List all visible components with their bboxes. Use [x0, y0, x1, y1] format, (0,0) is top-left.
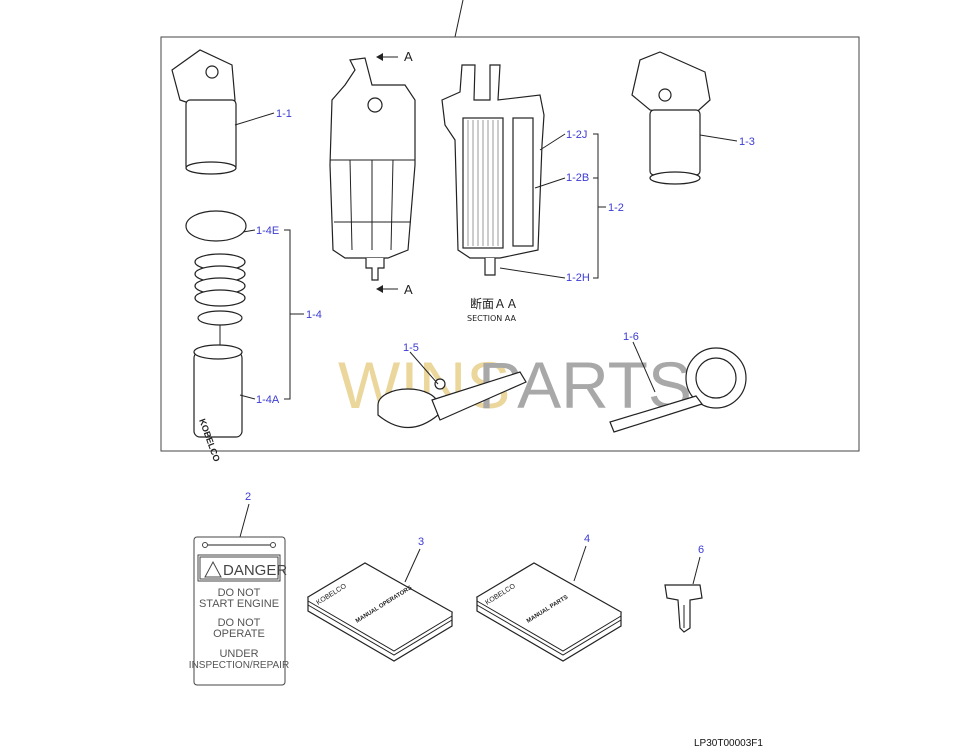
- bracket-1-2: [593, 133, 606, 279]
- leader-line-top: [454, 0, 464, 38]
- tag-line3: DO NOT: [218, 617, 261, 629]
- part-1-4-kit[interactable]: KOBELCO: [185, 210, 247, 463]
- part-1-5-strap-wrench[interactable]: [377, 371, 527, 428]
- part-1-2-front-view[interactable]: [329, 57, 416, 281]
- tag-line4: OPERATE: [213, 628, 265, 640]
- callout-1-2H[interactable]: 1-2H: [566, 272, 590, 284]
- tag-line2: START ENGINE: [199, 598, 279, 610]
- callout-4[interactable]: 4: [584, 533, 590, 545]
- part-1-1-filter[interactable]: [171, 49, 237, 175]
- part-6-key[interactable]: [664, 584, 703, 633]
- tag-line6: INSPECTION/REPAIR: [189, 660, 289, 671]
- part-1-2-section-view[interactable]: [441, 64, 545, 276]
- part-1-3-filter[interactable]: [631, 51, 711, 185]
- callout-2[interactable]: 2: [245, 491, 251, 503]
- section-title-jp: 断面ＡＡ: [470, 296, 518, 311]
- callout-1-2[interactable]: 1-2: [608, 202, 624, 214]
- callout-1-3[interactable]: 1-3: [739, 136, 755, 148]
- assembly-frame: [160, 36, 860, 452]
- section-marker-top: A: [404, 49, 413, 64]
- callout-1-4A[interactable]: 1-4A: [256, 394, 280, 406]
- callout-6[interactable]: 6: [698, 544, 704, 556]
- callout-1-1[interactable]: 1-1: [276, 108, 292, 120]
- tag-line1: DO NOT: [218, 587, 261, 599]
- callout-1-2B[interactable]: 1-2B: [566, 172, 589, 184]
- drawing-code: LP30T00003F1: [694, 738, 763, 749]
- callout-1-5[interactable]: 1-5: [403, 342, 419, 354]
- bracket-1-4: [284, 229, 304, 400]
- section-title-en: SECTION AA: [467, 314, 516, 323]
- part-1-6-filter-wrench[interactable]: [609, 347, 747, 433]
- tag-line5: UNDER: [219, 648, 258, 660]
- callout-1-2J[interactable]: 1-2J: [566, 129, 587, 141]
- o-ring[interactable]: [185, 210, 247, 242]
- tag-header: DANGER: [223, 562, 287, 579]
- callout-1-4[interactable]: 1-4: [306, 309, 322, 321]
- callout-3[interactable]: 3: [418, 536, 424, 548]
- callout-1-6[interactable]: 1-6: [623, 331, 639, 343]
- part-2-danger-tag[interactable]: DANGER DO NOT START ENGINE DO NOT OPERAT…: [189, 536, 289, 686]
- part-4-parts-manual[interactable]: KOBELCO MANUAL PARTS: [475, 562, 623, 662]
- part-3-operators-manual[interactable]: KOBELCO MANUAL OPERATORS: [306, 562, 454, 662]
- callout-1-4E[interactable]: 1-4E: [256, 225, 279, 237]
- section-marker-bottom: A: [404, 282, 413, 297]
